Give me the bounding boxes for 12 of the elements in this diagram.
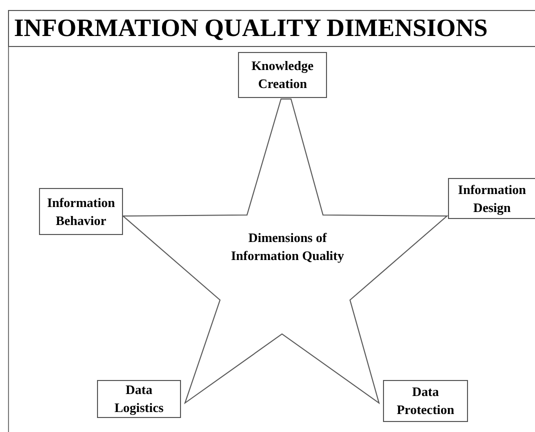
- diagram-title: INFORMATION QUALITY DIMENSIONS: [8, 10, 535, 47]
- node-label: Knowledge Creation: [250, 57, 315, 93]
- dimension-box: [238, 52, 327, 98]
- node-label: Dimensions of Information Quality: [230, 229, 346, 265]
- dimension-box: [383, 380, 468, 422]
- node-label: Information Design: [457, 180, 527, 216]
- dimension-box: [448, 178, 535, 219]
- node-label: Data Logistics: [113, 381, 165, 417]
- node-label: Information Behavior: [47, 194, 115, 230]
- node-label: Data Protection: [396, 383, 456, 419]
- dimension-box: [97, 380, 181, 418]
- dimension-box: [39, 188, 123, 235]
